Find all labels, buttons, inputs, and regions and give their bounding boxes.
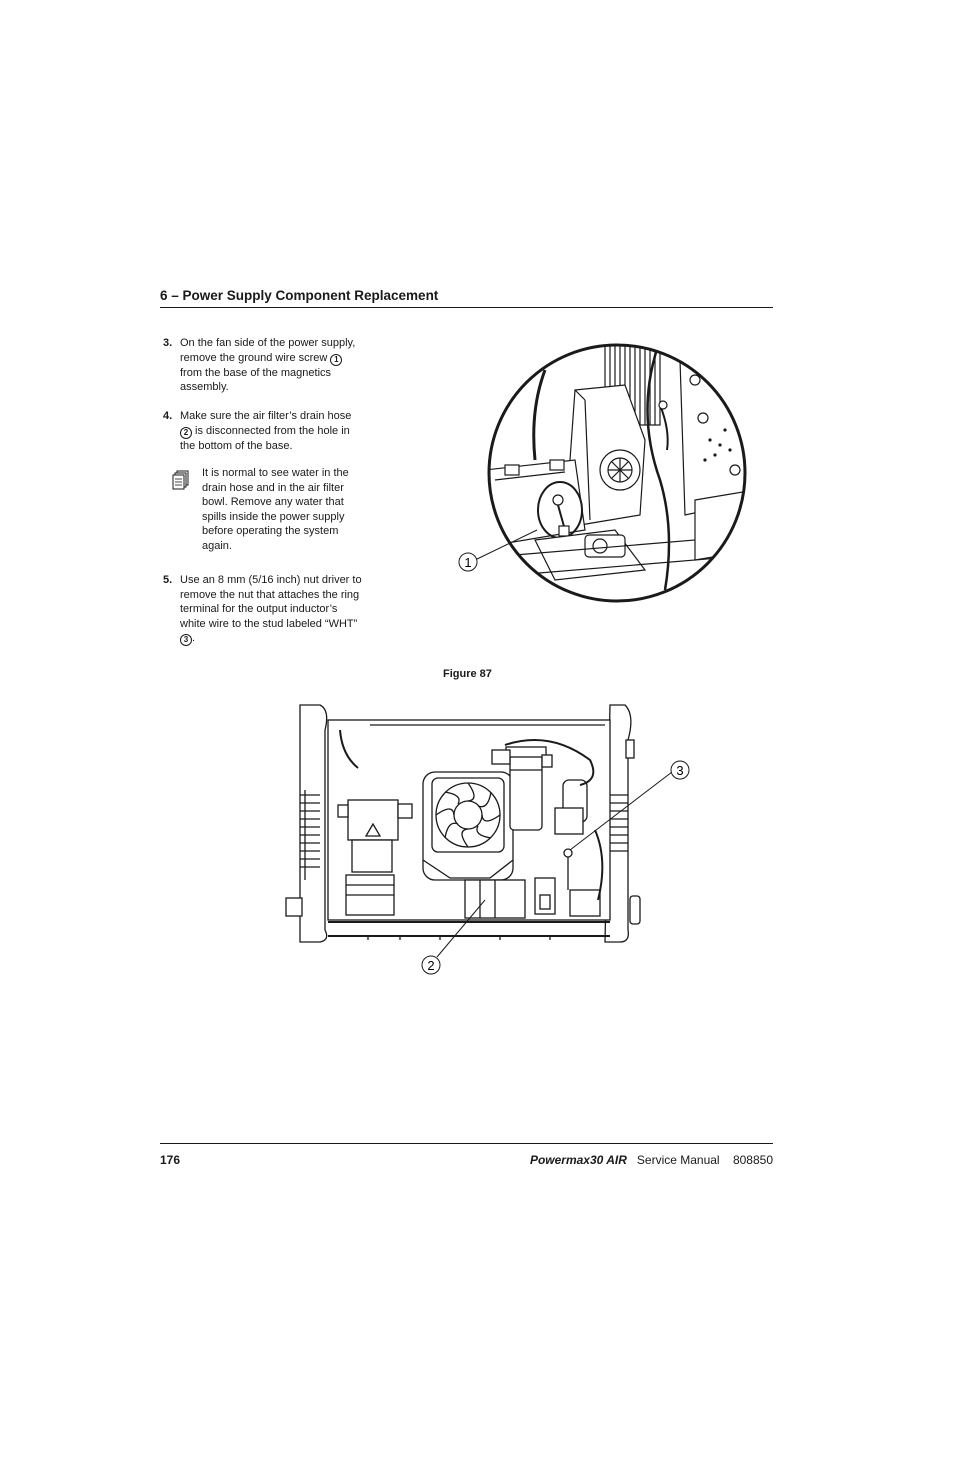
figure-caption: Figure 87 xyxy=(443,668,492,680)
part-number: 808850 xyxy=(732,1153,773,1167)
callout-1-label: 1 xyxy=(464,555,471,570)
callout-2-circle xyxy=(421,955,441,975)
step-text: On the fan side of the power supply, rem… xyxy=(180,337,356,394)
page-header-title: 6 – Power Supply Component Replacement xyxy=(160,288,439,303)
page-number: 176 xyxy=(160,1153,181,1167)
step-text: Use an 8 mm (5/16 inch) nut driver to re… xyxy=(180,574,362,647)
callout-2-label: 2 xyxy=(427,958,434,973)
white-wire xyxy=(646,345,671,591)
callout-1-circle xyxy=(458,552,478,572)
base-plate xyxy=(489,459,586,546)
step-number: 4. xyxy=(163,410,173,422)
callout-3-circle xyxy=(670,760,690,780)
power-supply-drawing: 3 2 xyxy=(285,704,690,975)
callout-1-marker: 1 xyxy=(330,353,343,366)
footer-divider xyxy=(160,1143,773,1144)
solenoid xyxy=(554,779,588,835)
detail-magnifier: 1 xyxy=(458,343,747,603)
valve-assembly xyxy=(337,799,413,916)
step-number: 3. xyxy=(163,337,173,349)
callout-3-label: 3 xyxy=(676,763,683,778)
doc-type: Service Manual xyxy=(636,1153,720,1167)
step-text: Make sure the air filter’s drain hose 2 … xyxy=(180,410,352,452)
magnifier-ring xyxy=(487,343,747,603)
footer-doc-info: Powermax30 AIR Service Manual 808850 xyxy=(530,1153,773,1167)
ground-wire xyxy=(532,369,547,461)
step-number: 5. xyxy=(163,574,173,586)
wht-stud xyxy=(563,848,573,858)
fan xyxy=(422,771,514,881)
callout-2-marker: 2 xyxy=(180,426,192,439)
product-name: Powermax30 AIR xyxy=(529,1153,627,1167)
air-filter xyxy=(491,746,553,831)
right-end-cap xyxy=(604,704,641,943)
left-end-cap xyxy=(285,704,328,943)
note-icon xyxy=(172,470,189,490)
header-divider xyxy=(160,307,773,308)
callout-3-marker: 3 xyxy=(180,634,192,647)
note-text: It is normal to see water in the drain h… xyxy=(202,467,349,552)
